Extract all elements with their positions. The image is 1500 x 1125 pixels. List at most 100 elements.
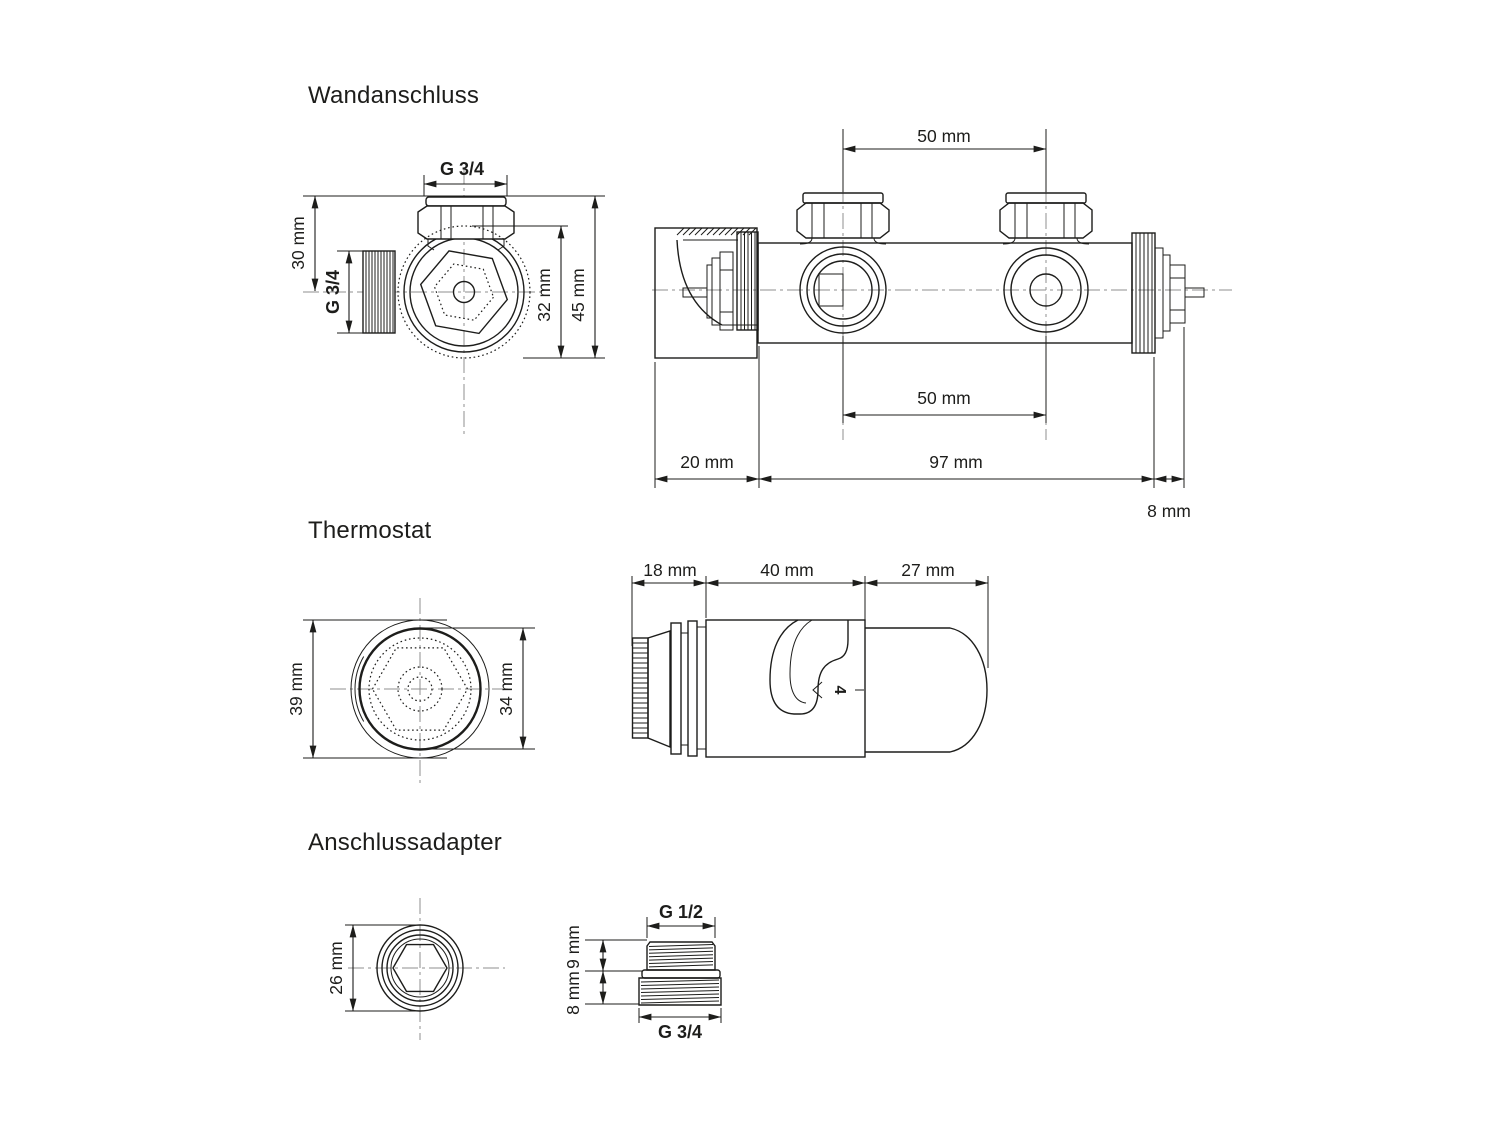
head-cap [865, 627, 988, 753]
nut-cap [425, 196, 507, 207]
dim-label-thread-top: G 3/4 [440, 159, 484, 179]
anschlussadapter-section: Anschlussadapter 26 mm [308, 829, 722, 1042]
port-circle-mid [1010, 254, 1082, 326]
knurl-lines [1135, 233, 1153, 353]
dim-label-32mm: 32 mm [534, 268, 554, 321]
spindle [682, 287, 708, 298]
setting-window: 4 [769, 619, 864, 715]
adapter-side-dimensions: G 1/2 9 mm 8 mm G 3/4 [563, 902, 722, 1042]
dim-label-8mm: 8 mm [1147, 501, 1191, 521]
hexagon-body [419, 250, 509, 335]
wall-cover-outline [654, 227, 758, 359]
adapter-front-view: 26 mm [326, 898, 505, 1040]
adapter-circle-4 [390, 938, 450, 998]
wandanschluss-side-view: 50 mm 50 mm 20 mm 97 mm 8 mm [652, 126, 1232, 521]
extension-lines-bottom [654, 327, 1185, 488]
ring-plate-1 [670, 622, 682, 755]
adapter-body [638, 941, 722, 1006]
hex-collar-facets [720, 269, 733, 313]
hidden-circle-2 [397, 666, 443, 712]
hex-end [1169, 264, 1186, 324]
thermostat-side-dimensions: 18 mm 40 mm 27 mm [631, 560, 989, 668]
spindle-pin [1184, 287, 1205, 298]
ring-connectors [681, 626, 706, 750]
extension-lines-50-top [842, 129, 1047, 192]
connection-collar [631, 620, 706, 757]
port-left [799, 246, 887, 334]
pointer-mark [812, 681, 823, 699]
dim-label-34mm: 34 mm [496, 662, 516, 715]
dim-label-40mm: 40 mm [760, 560, 813, 580]
dim-label-97mm: 97 mm [929, 452, 982, 472]
dim-label-26mm: 26 mm [326, 941, 346, 994]
collar [641, 969, 721, 979]
port-circle-outer [799, 246, 887, 334]
wall-connection-stack [682, 231, 759, 331]
ring-plate-2 [711, 257, 721, 326]
port-circle-outer [1003, 247, 1089, 333]
front-view-dimensions: G 3/4 30 mm G 3/4 32 mm 45 mm [288, 159, 605, 359]
hex-collar [719, 251, 734, 331]
union-nut-top [417, 196, 515, 251]
valve-tail-right [1131, 232, 1205, 354]
adapter-side-view: G 1/2 9 mm 8 mm G 3/4 [563, 902, 722, 1042]
port-circle-mid [806, 253, 880, 327]
thermostat-side-view: 4 18 mm 40 mm 27 mm [631, 560, 989, 758]
section-title: Thermostat [308, 517, 432, 544]
ring-a [1154, 247, 1164, 339]
dim-label-20mm: 20 mm [680, 452, 733, 472]
extension-lines [631, 576, 989, 668]
dim-label-45mm: 45 mm [568, 268, 588, 321]
dim-label-thread-side: G 3/4 [323, 270, 343, 314]
thread-g34-outline [638, 977, 722, 1006]
thread-g12-lines [648, 944, 714, 968]
hexagon-hidden [433, 263, 495, 321]
extension-lines-50-bottom [842, 336, 1047, 423]
nut-shoulder [427, 239, 505, 251]
section-title: Wandanschluss [308, 82, 479, 109]
port-circle-inner [813, 260, 873, 320]
adapter-circle-3 [386, 934, 454, 1002]
window-outline [769, 619, 849, 715]
dim-label-g12: G 1/2 [659, 902, 703, 922]
ring-plate-2 [687, 620, 698, 757]
head-body [705, 619, 866, 758]
hidden-circle-3 [407, 676, 433, 702]
cover-curve [676, 239, 723, 326]
thread-circle-hidden [397, 225, 531, 359]
nut-fillets [1002, 237, 1090, 245]
window-inner-line [789, 619, 813, 704]
nut-body [796, 202, 890, 239]
nut-body [999, 202, 1093, 239]
extension-lines-g34 [638, 1008, 722, 1023]
thermostat-front-dimensions: 39 mm 34 mm [286, 619, 535, 759]
dim-label-50-top: 50 mm [917, 126, 970, 146]
union-nut-left [796, 192, 890, 245]
setting-number: 4 [831, 686, 848, 695]
section-title: Anschlussadapter [308, 829, 502, 856]
clip-arc [354, 656, 365, 722]
nut-facet-lines [440, 206, 494, 239]
wandanschluss-section: Wandanschluss [288, 82, 1232, 521]
collar-cone [647, 630, 671, 749]
extension-lines-26mm [345, 924, 418, 1012]
port-square-broach [818, 273, 844, 307]
dim-label-g34: G 3/4 [658, 1022, 702, 1042]
nut-fillets [799, 237, 887, 245]
knurl-lines [740, 232, 756, 330]
side-view-dimensions: 50 mm 50 mm 20 mm 97 mm 8 mm [654, 126, 1191, 521]
thermostat-front-view: 39 mm 34 mm [286, 598, 535, 783]
thread-hatching [365, 251, 394, 333]
dim-label-50-bottom: 50 mm [917, 388, 970, 408]
ring-b [1162, 254, 1171, 332]
ring-plate-1 [706, 264, 713, 319]
extension-lines-39mm [303, 619, 447, 759]
thermostat-section: Thermostat 39 mm 34 mm [286, 517, 989, 783]
knurl-ridges [632, 642, 648, 734]
dim-label-8mm: 8 mm [563, 971, 583, 1015]
hex-end-facets [1170, 277, 1185, 311]
wandanschluss-front-view: G 3/4 30 mm G 3/4 32 mm 45 mm [288, 159, 605, 437]
dim-label-27mm: 27 mm [901, 560, 954, 580]
adapter-front-dimensions: 26 mm [326, 924, 418, 1012]
